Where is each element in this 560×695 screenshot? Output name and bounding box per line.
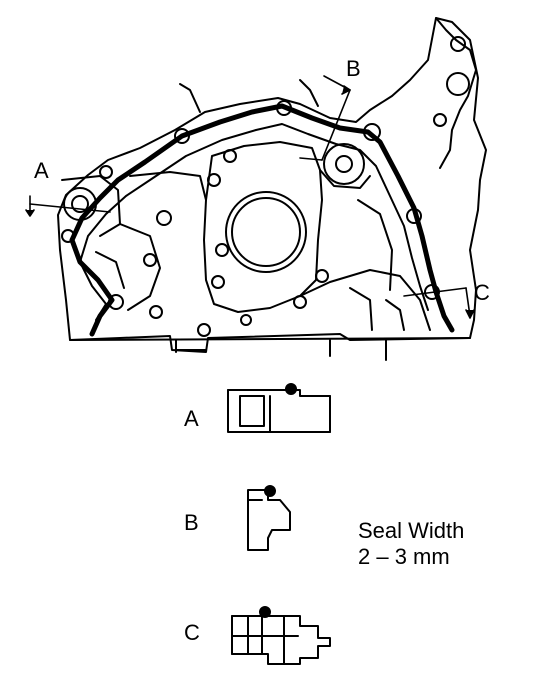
section-line-a: [25, 195, 111, 217]
upper-boss: [319, 143, 393, 291]
seal-width-note: Seal Width 2 – 3 mm: [358, 518, 464, 571]
seal-width-value: 2 – 3 mm: [358, 544, 450, 570]
sealant-bead-inner: [79, 123, 429, 321]
section-label-c: C: [184, 620, 200, 645]
left-boss: [61, 171, 207, 311]
lower-flange: [69, 269, 471, 361]
pump-body: [203, 141, 329, 313]
section-view-c: [231, 606, 331, 665]
housing-outline: [57, 17, 487, 341]
callout-label-b: B: [346, 56, 361, 81]
callout-label-a: A: [34, 158, 49, 183]
section-label-a: A: [184, 406, 199, 431]
bolt-holes: [61, 100, 440, 337]
section-line-b: [299, 75, 351, 161]
section-view-b: [247, 485, 291, 551]
seal-width-title: Seal Width: [358, 518, 465, 543]
section-line-c: [403, 287, 475, 319]
callout-label-c: C: [474, 280, 490, 305]
sealant-bead: [69, 103, 455, 337]
section-label-b: B: [184, 510, 199, 535]
section-view-a: [227, 383, 331, 433]
